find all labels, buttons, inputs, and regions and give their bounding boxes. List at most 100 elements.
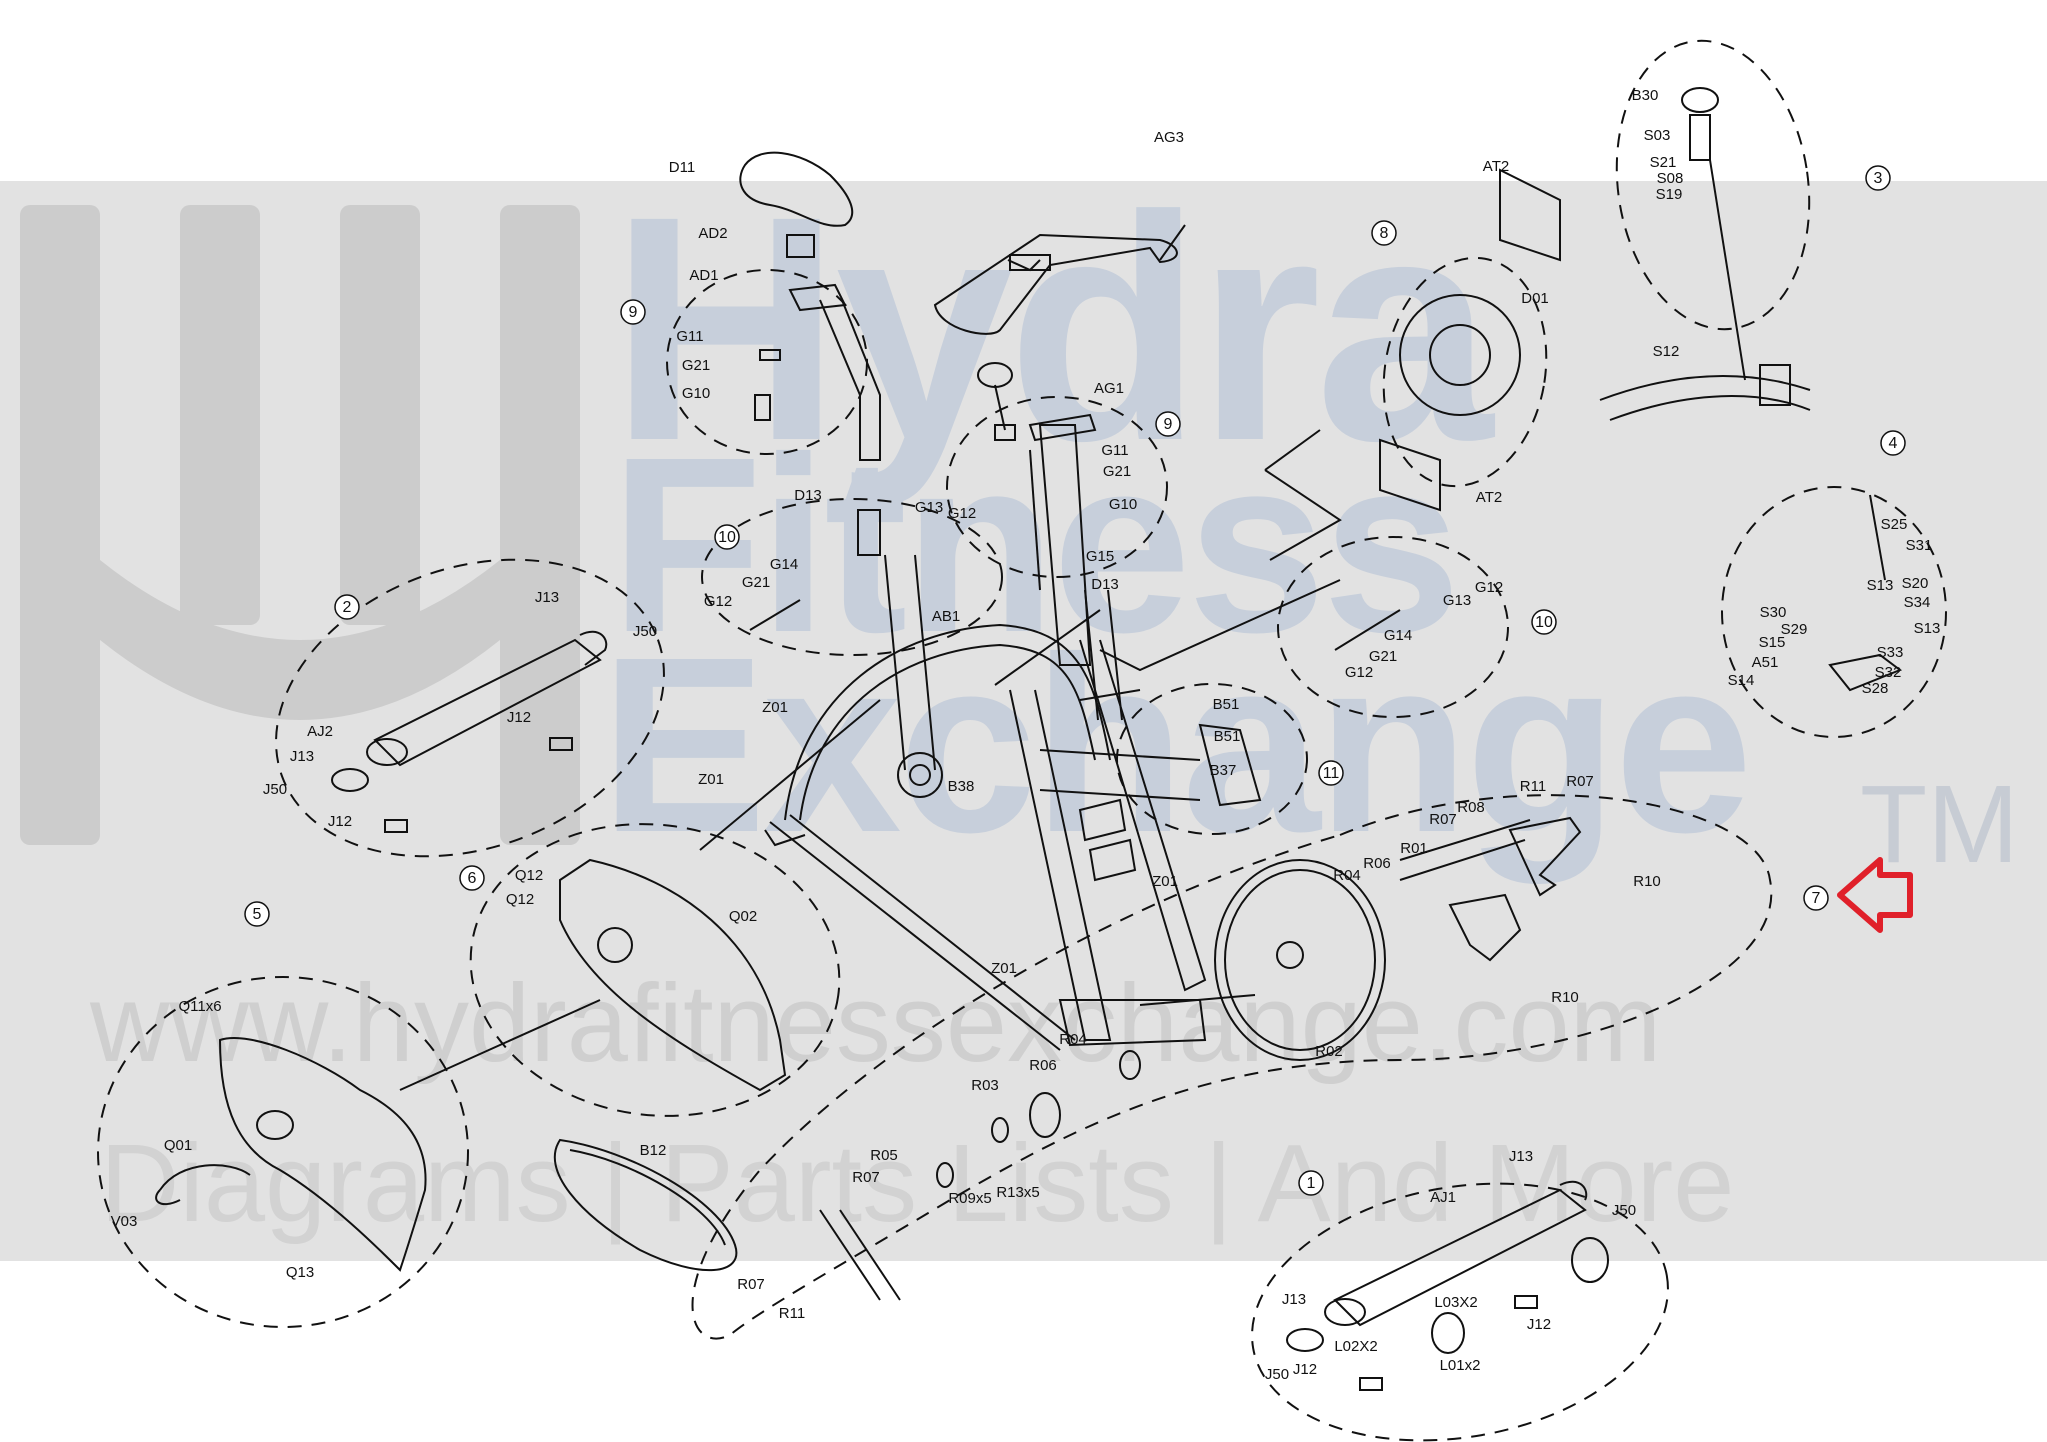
group-circle: [1371, 220, 1397, 246]
part-label-b12: B12: [640, 1142, 667, 1159]
part-label-g11: G11: [1101, 442, 1128, 459]
part-label-ab1: AB1: [932, 608, 960, 625]
part-label-z01: Z01: [1152, 873, 1178, 890]
group-number-1: 1: [1307, 1175, 1316, 1192]
part-label-r13x5: R13x5: [996, 1184, 1039, 1201]
part-label-r03: R03: [971, 1077, 999, 1094]
part-label-l01x2: L01x2: [1440, 1357, 1481, 1374]
group-circle: [1803, 885, 1829, 911]
part-label-r09x5: R09x5: [948, 1190, 991, 1207]
part-label-d01: D01: [1521, 290, 1549, 307]
part-label-s15: S15: [1759, 634, 1786, 651]
part-label-z01: Z01: [991, 960, 1017, 977]
part-label-r07: R07: [1429, 811, 1457, 828]
part-label-s28: S28: [1862, 680, 1889, 697]
part-label-r07: R07: [852, 1169, 880, 1186]
group-number-5: 5: [253, 906, 262, 923]
part-label-g12: G12: [1475, 579, 1503, 596]
group-number-9: 9: [629, 304, 638, 321]
part-label-j50: J50: [263, 781, 287, 798]
part-label-r10: R10: [1551, 989, 1579, 1006]
watermark-hydra: Hydra: [610, 149, 1493, 507]
group-circle: [714, 524, 740, 550]
part-label-s03: S03: [1644, 127, 1671, 144]
part-label-ag1: AG1: [1094, 380, 1124, 397]
part-label-q11x6: Q11x6: [178, 998, 221, 1015]
part-label-r07: R07: [737, 1276, 765, 1293]
part-label-q13: Q13: [286, 1264, 314, 1281]
group-number-7: 7: [1812, 890, 1821, 907]
group-circle: [244, 901, 270, 927]
part-label-s30: S30: [1760, 604, 1787, 621]
part-label-j50: J50: [633, 623, 657, 640]
group-number-2: 2: [343, 599, 352, 616]
part-labels: AG3D11AD2AD1G11G21G10AT2D01AT2B30S03S21S…: [111, 87, 1941, 1383]
part-label-z01: Z01: [762, 699, 788, 716]
part-label-j12: J12: [507, 709, 531, 726]
watermark-url: www.hydrafitnessexchange.com: [90, 962, 1662, 1085]
part-label-r01: R01: [1400, 840, 1428, 857]
part-label-v03: V03: [111, 1213, 138, 1230]
group-circle: [334, 594, 360, 620]
part-label-s13: S13: [1914, 620, 1941, 637]
part-label-g14: G14: [1384, 627, 1412, 644]
part-label-r10: R10: [1633, 873, 1661, 890]
group-number-10: 10: [1535, 614, 1553, 631]
part-label-d13: D13: [794, 487, 822, 504]
part-label-s19: S19: [1656, 186, 1683, 203]
part-label-r06: R06: [1029, 1057, 1057, 1074]
part-label-z01: Z01: [698, 771, 724, 788]
part-label-r11: R11: [779, 1305, 805, 1322]
group-number-4: 4: [1889, 435, 1898, 452]
part-label-ad1: AD1: [689, 267, 718, 284]
part-label-s21: S21: [1650, 154, 1677, 171]
part-label-aj2: AJ2: [307, 723, 333, 740]
part-label-s14: S14: [1728, 672, 1755, 689]
part-label-q01: Q01: [164, 1137, 192, 1154]
bike-frame: [155, 87, 1903, 1391]
part-label-g12: G12: [704, 593, 732, 610]
part-label-aj1: AJ1: [1430, 1189, 1456, 1206]
part-label-r02: R02: [1315, 1043, 1343, 1060]
part-label-s13: S13: [1867, 577, 1894, 594]
group-circle: [1880, 430, 1906, 456]
part-label-r06: R06: [1363, 855, 1391, 872]
group-circle: [1298, 1170, 1324, 1196]
watermark-tagline: Diagrams | Parts Lists | And More: [100, 1122, 1735, 1245]
part-label-s25: S25: [1881, 516, 1908, 533]
part-label-q02: Q02: [729, 908, 757, 925]
part-label-ad2: AD2: [698, 225, 727, 242]
group-circle: [1318, 760, 1344, 786]
part-label-j12: J12: [1293, 1361, 1317, 1378]
group-circle: [1531, 609, 1557, 635]
part-label-r04: R04: [1059, 1031, 1087, 1048]
watermark-tm: TM: [1860, 763, 2019, 886]
part-label-r05: R05: [870, 1147, 898, 1164]
part-label-g11: G11: [676, 328, 703, 345]
part-label-g10: G10: [682, 385, 710, 402]
part-label-b38: B38: [948, 778, 975, 795]
part-label-r08: R08: [1457, 799, 1485, 816]
part-label-at2: AT2: [1476, 489, 1502, 506]
part-label-g10: G10: [1109, 496, 1137, 513]
part-label-d13: D13: [1091, 576, 1119, 593]
part-label-b37: B37: [1210, 762, 1237, 779]
part-label-r04: R04: [1333, 867, 1361, 884]
part-label-g21: G21: [682, 357, 710, 374]
part-label-g21: G21: [742, 574, 770, 591]
group-circle: [620, 299, 646, 325]
part-label-s33: S33: [1877, 644, 1904, 661]
part-label-g12: G12: [1345, 664, 1373, 681]
part-label-b51: B51: [1213, 696, 1240, 713]
part-label-q12: Q12: [506, 891, 534, 908]
part-label-s34: S34: [1904, 594, 1931, 611]
part-label-j13: J13: [290, 748, 314, 765]
group-number-6: 6: [468, 870, 477, 887]
part-label-at2: AT2: [1483, 158, 1509, 175]
group-circle: [459, 865, 485, 891]
part-label-b51: B51: [1214, 728, 1241, 745]
group-number-11: 11: [1323, 765, 1340, 782]
